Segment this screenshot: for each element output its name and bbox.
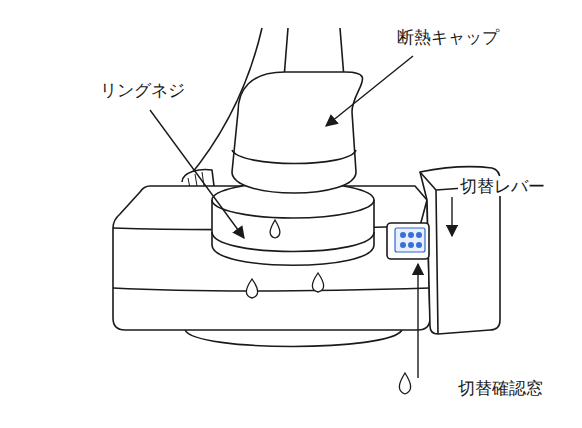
thread-piece [182, 170, 214, 187]
bottom-spout [185, 330, 402, 347]
body-line [113, 288, 430, 291]
part-label: 切替レバー [458, 176, 547, 196]
part-label: リングネジ [98, 80, 187, 100]
leader-lines [150, 56, 452, 378]
part-label: 断熱キャップ [395, 27, 501, 47]
check-window [387, 223, 429, 259]
part-label: 切替確認窓 [456, 378, 545, 398]
insulating-cap [232, 72, 363, 193]
neck-line [340, 28, 344, 78]
neck-line [284, 28, 288, 78]
water-drops [246, 220, 410, 394]
